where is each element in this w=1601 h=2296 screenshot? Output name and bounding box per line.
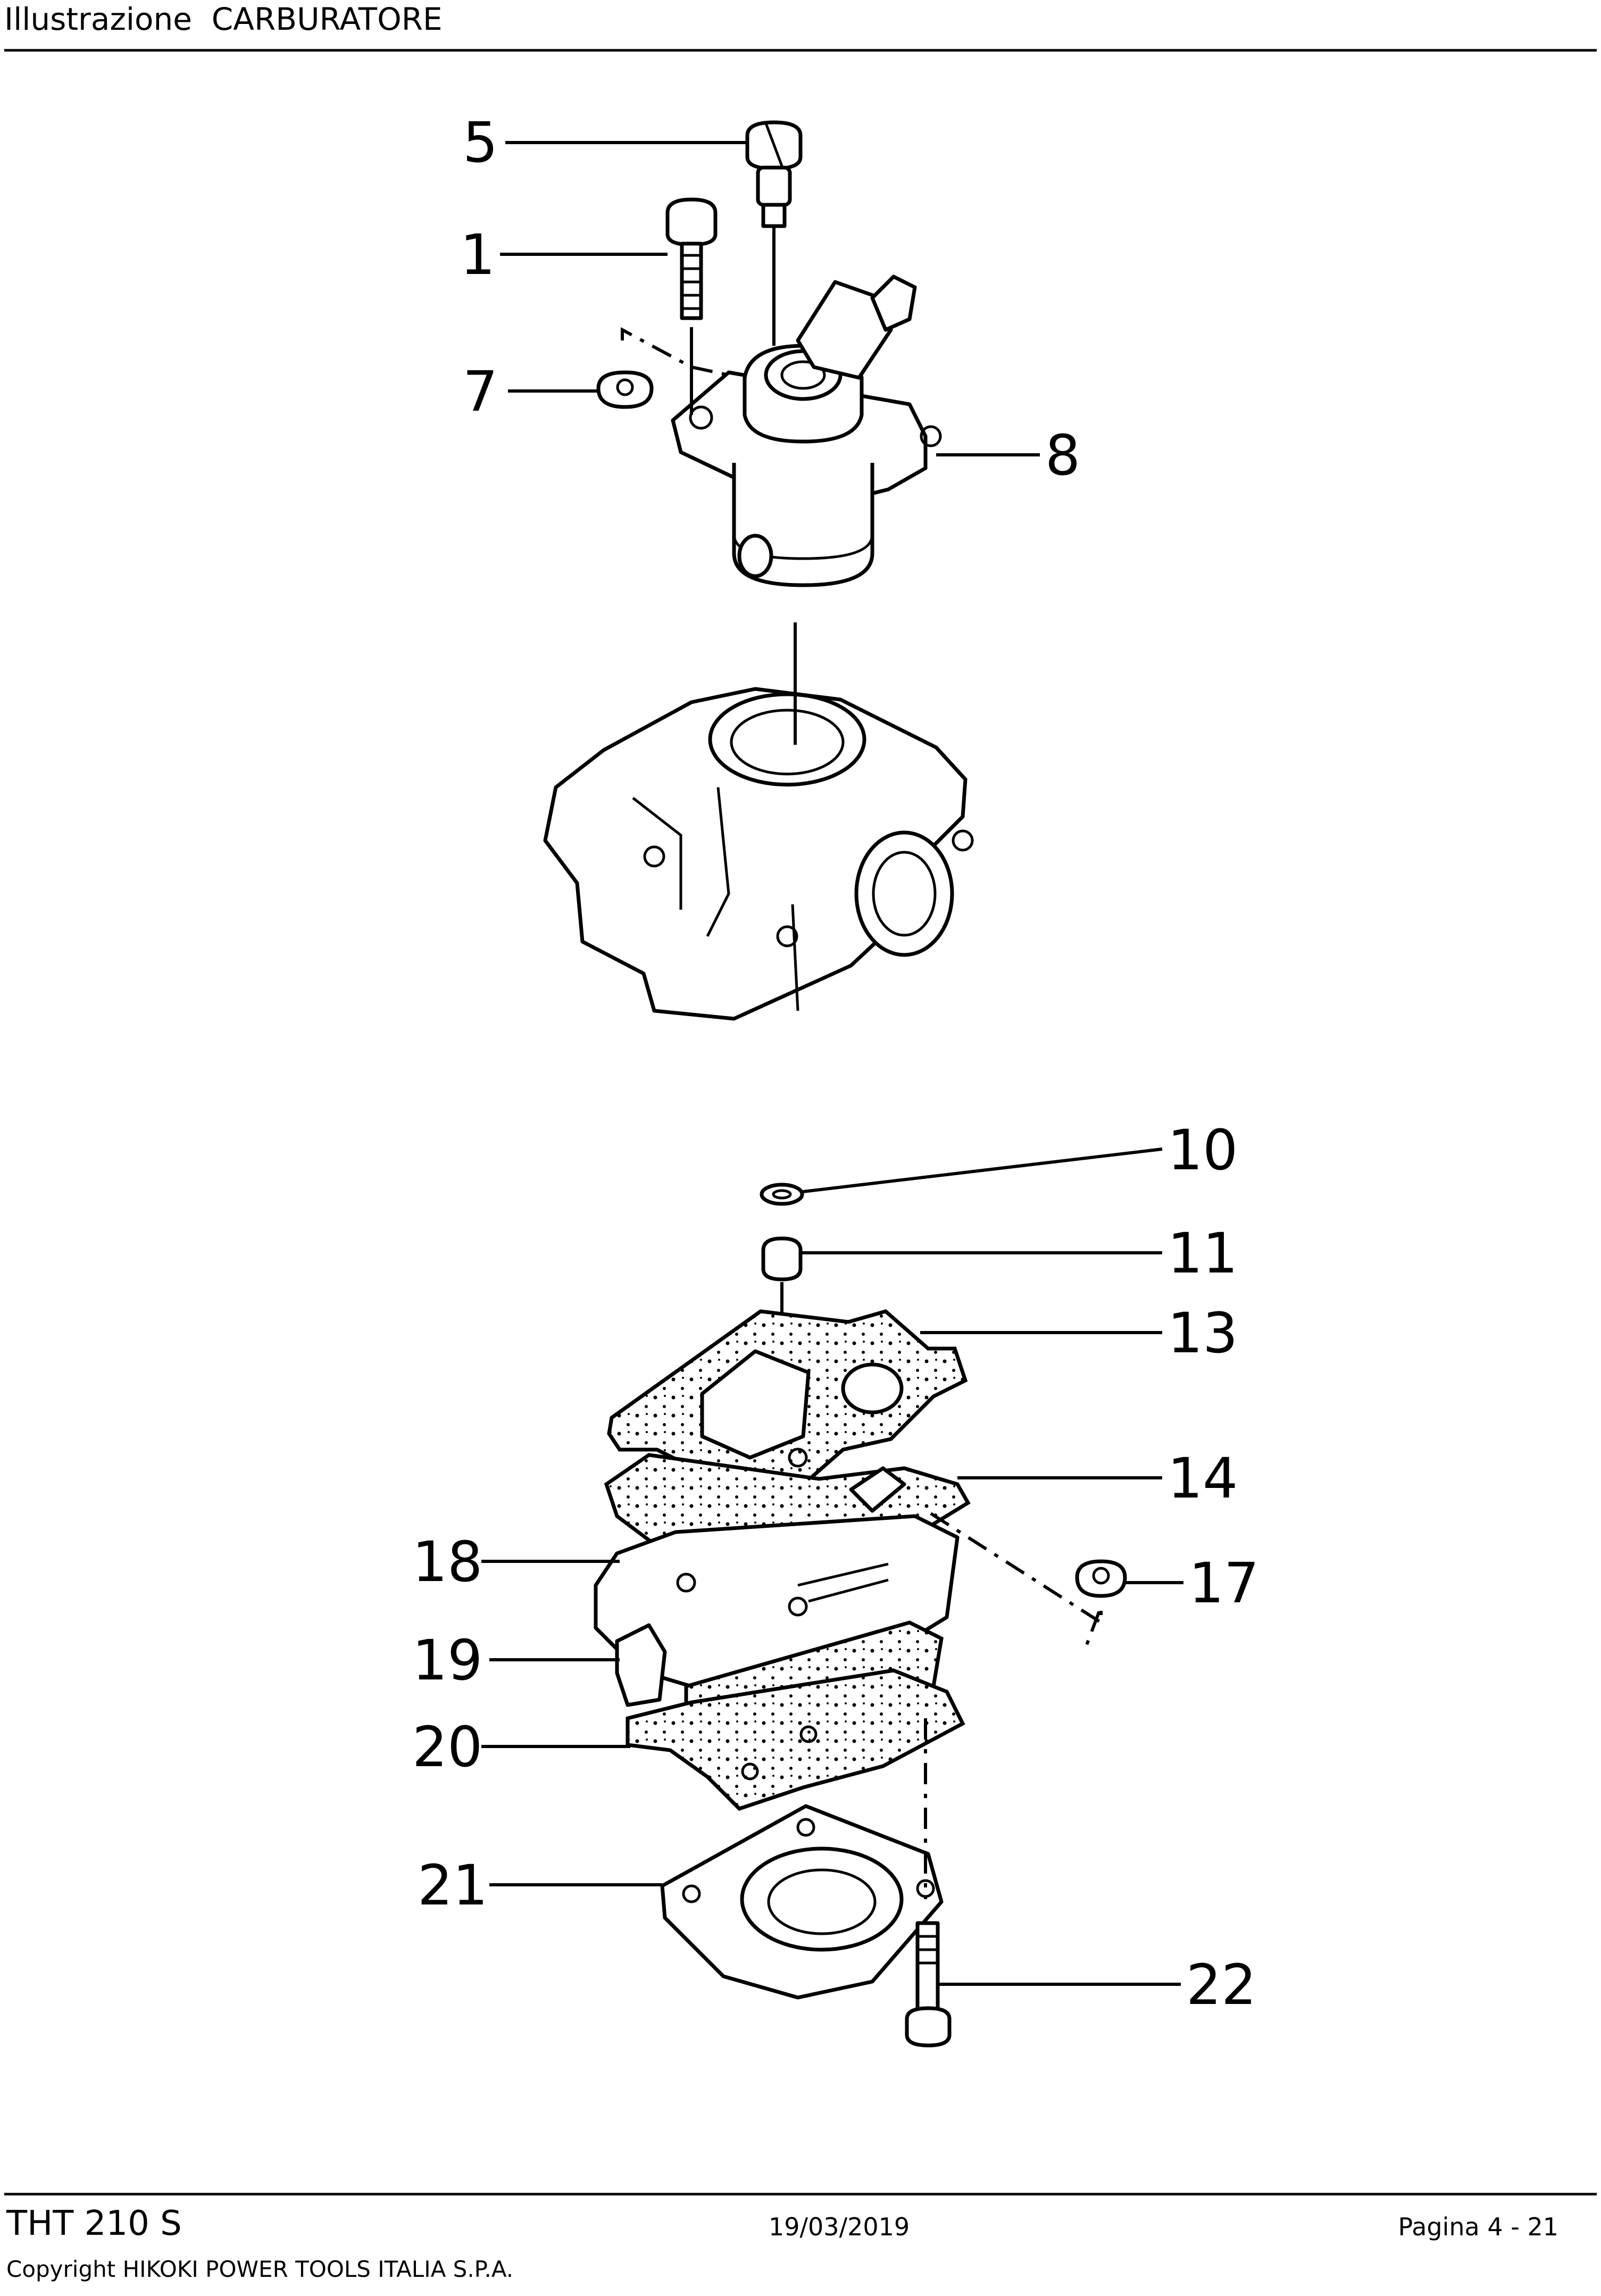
header-rule [4, 49, 1597, 52]
part-5-adjust-screw [745, 120, 803, 228]
part-13-diaphragm-gasket [607, 1309, 968, 1489]
page-number: Pagina 4 - 21 [1398, 2212, 1558, 2241]
callout-1: 1 [460, 222, 495, 287]
align-line-7 [621, 327, 729, 377]
callout-10: 10 [1168, 1118, 1238, 1183]
part-17-nut [1075, 1559, 1127, 1598]
part-1-screw [665, 197, 718, 320]
callout-5: 5 [463, 110, 498, 175]
callout-8: 8 [1045, 423, 1080, 488]
callout-17: 17 [1189, 1551, 1259, 1616]
callout-14: 14 [1168, 1446, 1238, 1511]
callout-19: 19 [412, 1628, 482, 1693]
callout-13: 13 [1168, 1301, 1238, 1366]
part-22-screw [905, 1921, 952, 2048]
part-19-lever [615, 1623, 667, 1707]
callout-7: 7 [463, 359, 498, 424]
callout-18: 18 [412, 1529, 482, 1594]
part-20-gasket-stack [626, 1620, 965, 1811]
page-title: Illustrazione CARBURATORE [4, 1, 443, 37]
callout-21: 21 [418, 1853, 488, 1918]
part-8-carburetor-top [671, 274, 942, 587]
callout-11: 11 [1168, 1221, 1238, 1286]
model-name: THT 210 S [6, 2204, 182, 2243]
footer-rule [4, 2193, 1597, 2195]
copyright-notice: Copyright HIKOKI POWER TOOLS ITALIA S.P.… [6, 2256, 514, 2282]
callout-22: 22 [1186, 1952, 1256, 2017]
document-date: 19/03/2019 [769, 2212, 910, 2241]
callout-20: 20 [412, 1715, 482, 1779]
part-21-cover [660, 1804, 944, 2000]
part-7-nut [596, 370, 654, 409]
carburetor-body [543, 687, 974, 1021]
align-line-17 [930, 1512, 1103, 1650]
leader-10 [803, 1147, 1163, 1193]
part-10-washer [760, 1183, 804, 1206]
